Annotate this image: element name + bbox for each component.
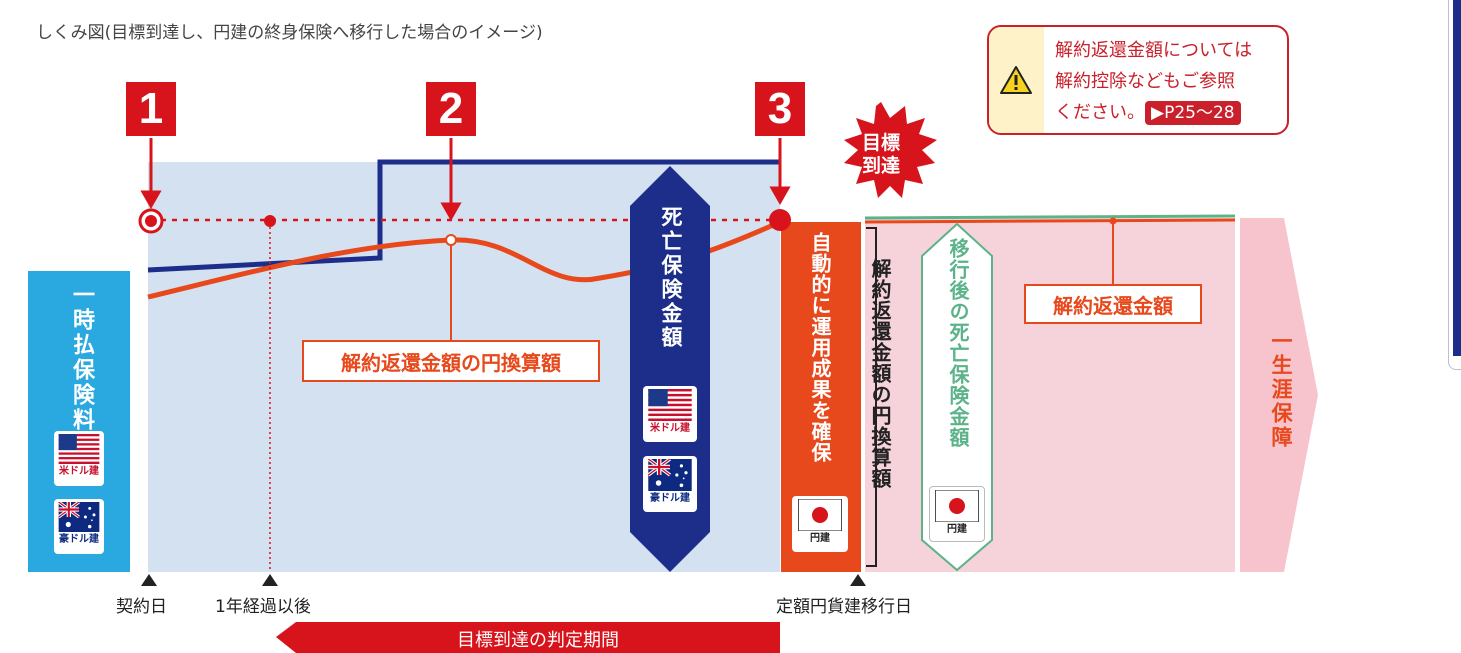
auto-jpy-label: 円建 (810, 533, 830, 544)
after-death-benefit-shape (921, 222, 993, 572)
contract-day-label: 契約日 (116, 597, 167, 617)
side-panel-bar (1453, 0, 1461, 356)
judgement-period-arrow (276, 622, 780, 653)
yen-conversion-label: 解約返還金額の円換算額 (868, 258, 892, 489)
premium-aud-label: 豪ドル建 (59, 534, 99, 545)
note-line-2: 解約控除などもご参照 (1055, 71, 1235, 92)
australia-flag-icon (648, 459, 692, 491)
surrender-label: 解約返還金額 (1024, 284, 1202, 324)
warning-icon (1000, 66, 1032, 94)
after-death-benefit-label: 移行後の死亡保険金額 (946, 238, 970, 448)
note-line-3: ください。▶P25〜28 (1055, 97, 1252, 128)
step-1-badge: 1 (126, 82, 176, 136)
goal-starburst (844, 102, 937, 198)
diagram-title: しくみ図(目標到達し、円建の終身保険へ移行した場合のイメージ) (36, 23, 543, 43)
auto-jpy-card: 円建 (792, 496, 848, 552)
lifetime-arrow (1240, 218, 1318, 572)
lifetime-label: 一生涯保障 (1269, 330, 1293, 450)
death-benefit-line (147, 159, 780, 273)
death-usd-card: 米ドル建 (643, 386, 697, 442)
japan-flag-icon (798, 499, 842, 531)
post-switch-death-line (864, 214, 1236, 220)
surrender-marker (1109, 217, 1117, 225)
death-aud-label: 豪ドル建 (650, 493, 690, 504)
after-one-year-label: 1年経過以後 (215, 597, 311, 617)
step-3-badge: 3 (755, 82, 805, 136)
judgement-period-label: 目標到達の判定期間 (457, 630, 619, 651)
premium-usd-label: 米ドル建 (59, 466, 99, 477)
goal-reached-marker (769, 209, 791, 231)
after-jpy-card: 円建 (929, 486, 985, 542)
peak-marker (445, 234, 457, 246)
death-usd-label: 米ドル建 (650, 423, 690, 434)
death-aud-card: 豪ドル建 (643, 456, 697, 512)
premium-column: 一時払保険料 米ドル建 豪ドル建 (28, 271, 130, 572)
after-jpy-label: 円建 (947, 524, 967, 535)
us-flag-icon (58, 434, 100, 464)
death-benefit-label: 死亡保険金額 (659, 206, 683, 350)
premium-aud-card: 豪ドル建 (54, 499, 104, 554)
switch-day-label: 定額円貨建移行日 (776, 597, 912, 617)
goal-badge-text: 目標到達 (861, 132, 900, 177)
after-one-year-tick (262, 574, 278, 586)
auto-secure-label: 自動的に運用成果を確保 (808, 232, 832, 463)
start-marker (145, 215, 157, 227)
post-switch-surrender-line (864, 218, 1236, 224)
switch-day-tick (850, 574, 866, 586)
lifetime-area (865, 218, 1235, 572)
side-panel-edge (1448, 0, 1461, 370)
note-line-1: 解約返還金額については (1055, 40, 1253, 61)
step-arrows (140, 138, 791, 222)
note-box: 解約返還金額については 解約控除などもご参照 ください。▶P25〜28 (987, 25, 1289, 135)
surrender-yen-label: 解約返還金額の円換算額 (302, 340, 600, 382)
page-reference-link[interactable]: ▶P25〜28 (1145, 101, 1241, 125)
us-flag-icon (648, 389, 692, 421)
one-year-marker (264, 215, 276, 227)
note-line-3-text: ください。 (1055, 102, 1145, 123)
australia-flag-icon (58, 502, 100, 532)
note-text: 解約返還金額については 解約控除などもご参照 ください。▶P25〜28 (1055, 35, 1252, 128)
contract-day-tick (141, 574, 157, 586)
premium-label: 一時払保険料 (69, 283, 94, 433)
japan-flag-icon (935, 490, 979, 522)
step-2-badge: 2 (426, 82, 476, 136)
yen-bracket (866, 227, 877, 567)
premium-usd-card: 米ドル建 (54, 431, 104, 486)
